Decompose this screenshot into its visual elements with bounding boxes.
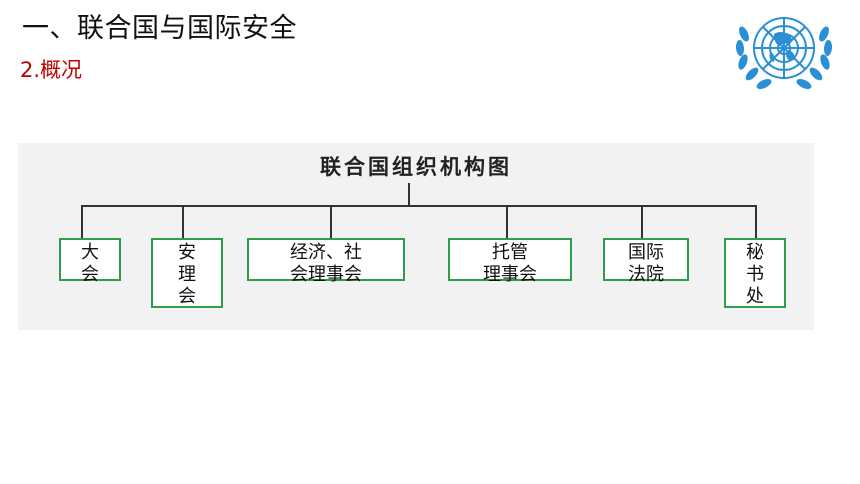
connector-2 [182,205,184,238]
connector-1 [81,205,83,238]
org-chart: 联合国组织机构图 大 会 安 理 会 经济、社 会理事会 托管 理事会 国际 法… [18,143,814,330]
organ-box-international-court: 国际 法院 [603,238,689,285]
connector-6 [755,205,757,238]
page-title: 一、联合国与国际安全 [22,13,297,44]
connector-5 [641,205,643,238]
connector-bar [81,205,757,207]
organ-box-economic-social-council: 经济、社 会理事会 [247,238,405,285]
organ-box-general-assembly: 大 会 [59,238,121,285]
connector-root [408,183,410,205]
organ-box-trusteeship-council: 托管 理事会 [448,238,572,285]
connector-4 [506,205,508,238]
connector-3 [330,205,332,238]
un-emblem-icon [735,17,833,89]
organ-box-secretariat: 秘 书 处 [724,238,786,308]
organ-box-security-council: 安 理 会 [151,238,223,308]
org-chart-title: 联合国组织机构图 [320,154,512,179]
section-subtitle: 2.概况 [20,58,83,82]
